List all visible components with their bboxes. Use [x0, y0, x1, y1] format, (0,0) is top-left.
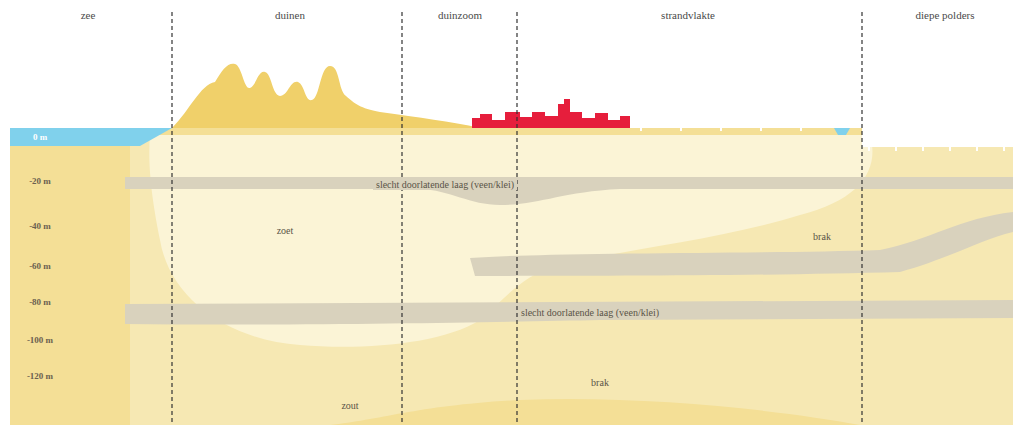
clay-layer: [125, 300, 1013, 325]
zone-dividers: [172, 12, 862, 425]
zone-heading: diepe polders: [916, 9, 975, 21]
water-type: brak: [591, 377, 609, 388]
water-type: brak: [813, 231, 831, 242]
depth-mark: -20 m: [29, 176, 51, 186]
zone-heading: zee: [81, 9, 96, 21]
depth-mark: 0 m: [33, 132, 47, 142]
dunes: [172, 64, 480, 128]
water-type: zoet: [277, 225, 294, 236]
clay-layer-band: slecht doorlatende laag (veen/klei): [373, 174, 517, 192]
sea: [10, 128, 172, 146]
depth-mark: -40 m: [29, 221, 51, 231]
clay-layer-band: slecht doorlatende laag (veen/klei): [518, 302, 662, 320]
depth-mark: -120 m: [27, 371, 53, 381]
depth-mark: -80 m: [29, 297, 51, 307]
layer-label: slecht doorlatende laag (veen/klei): [518, 307, 662, 318]
zone-heading: duinzoom: [438, 9, 482, 21]
ditch: [834, 128, 850, 135]
polder-cut: [862, 128, 1013, 147]
clay-layer: [470, 212, 1013, 276]
salt-ground: [10, 128, 1013, 425]
water-type: zout: [341, 400, 358, 411]
depth-mark: -60 m: [29, 261, 51, 271]
layer-label: slecht doorlatende laag (veen/klei): [373, 179, 517, 190]
zone-heading: strandvlakte: [661, 9, 715, 21]
polder-ticks: [640, 128, 1005, 151]
depth-mark: -100 m: [27, 335, 53, 345]
clay-layer: [125, 177, 1013, 205]
zone-heading: duinen: [275, 9, 305, 21]
town: [472, 99, 630, 128]
